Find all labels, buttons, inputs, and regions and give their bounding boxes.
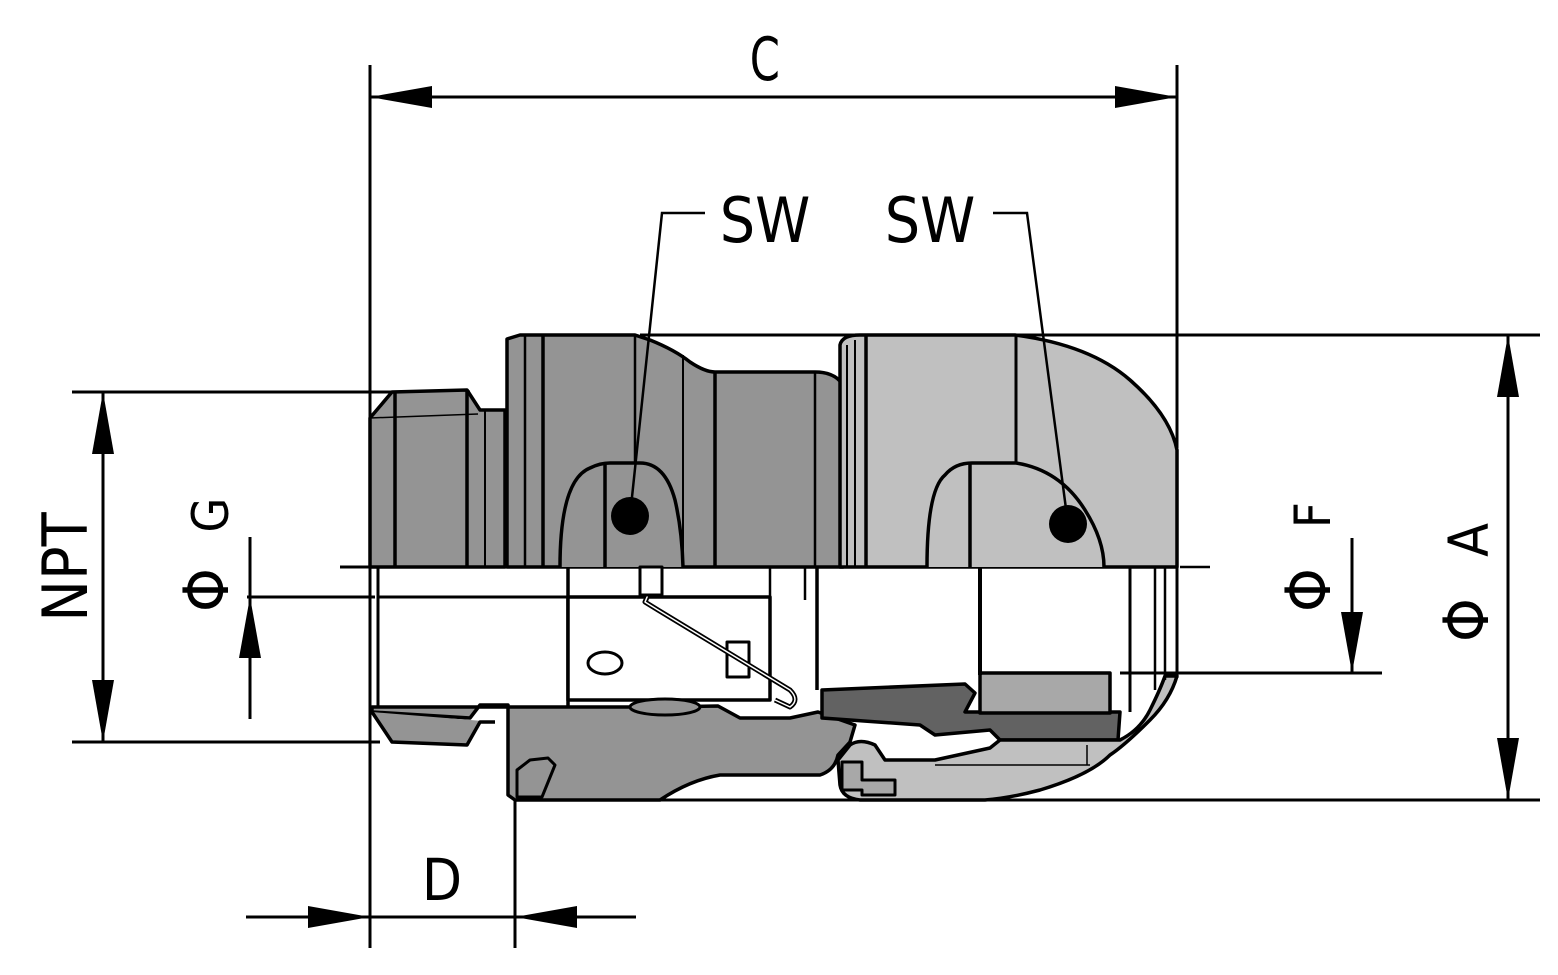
- gland-cross-section: [370, 565, 1179, 802]
- dim-label-npt: NPT: [29, 511, 102, 621]
- dimension-labels: C SW SW NPT Φ G Φ F Φ A D: [29, 25, 1503, 914]
- sw-leaders: [628, 211, 1070, 525]
- bore-hole: [586, 650, 624, 676]
- dimension-lines: [92, 86, 1519, 928]
- dim-label-g: Φ G: [170, 498, 243, 612]
- phi-symbol-a: Φ: [1430, 598, 1503, 642]
- dim-letter-g: G: [182, 498, 240, 533]
- gland-body-left: [368, 333, 845, 569]
- dim-letter-f: F: [1284, 502, 1342, 528]
- dim-label-sw-left: SW: [720, 184, 811, 257]
- dim-label-c: C: [750, 25, 780, 95]
- dim-letter-a: A: [1437, 523, 1501, 557]
- dim-label-a: Φ A: [1430, 523, 1503, 642]
- dim-label-d: D: [422, 846, 462, 914]
- dim-label-f: Φ F: [1272, 502, 1345, 612]
- phi-symbol-g: Φ: [170, 568, 243, 612]
- dim-label-sw-right: SW: [885, 184, 976, 257]
- gland-cap-nut: [838, 333, 1179, 569]
- phi-symbol-f: Φ: [1272, 568, 1345, 612]
